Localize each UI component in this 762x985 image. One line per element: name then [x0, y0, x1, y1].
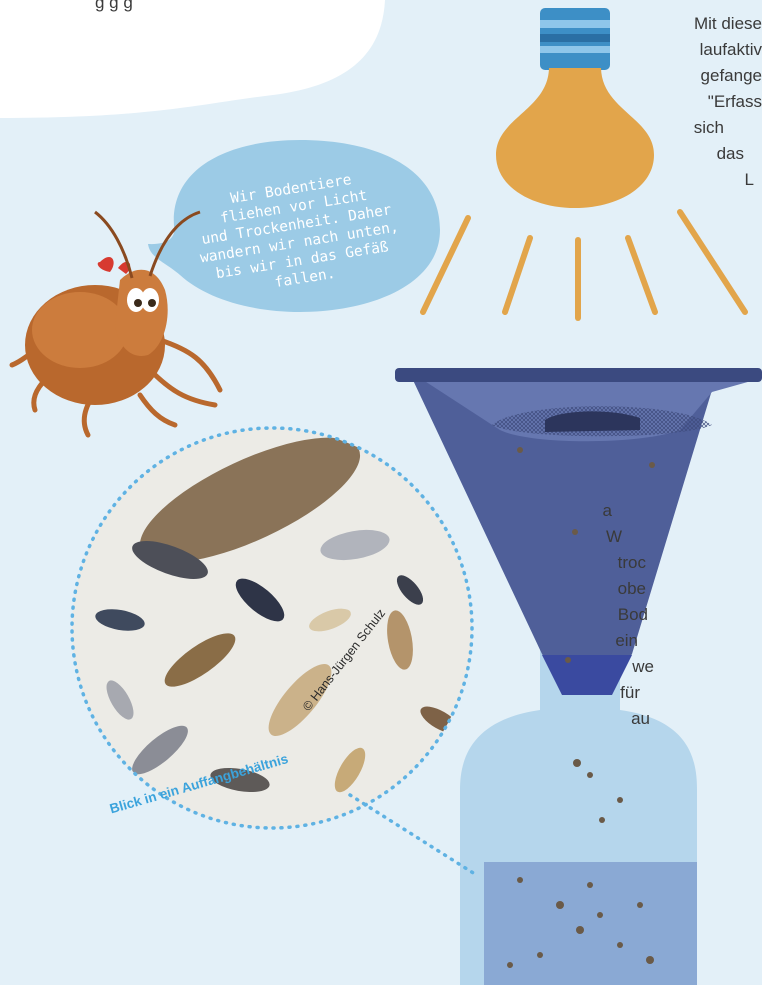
- side-line: für: [620, 680, 640, 706]
- lamp: [423, 8, 745, 318]
- side-line: Bod: [618, 602, 648, 628]
- intro-line: laufaktiv: [700, 37, 762, 63]
- intro-line: gefange: [701, 63, 762, 89]
- intro-line: sich: [694, 115, 724, 141]
- intro-line: Mit diese: [694, 11, 762, 37]
- side-line: W: [606, 524, 622, 550]
- magnifier-connector-line: [350, 795, 478, 876]
- top-left-text-fragment: g g g: [95, 0, 133, 16]
- funnel-rim: [395, 368, 762, 382]
- side-line: a: [603, 498, 612, 524]
- white-paper-panel: [0, 0, 385, 118]
- magnified-view: [60, 413, 490, 840]
- side-line: au: [631, 706, 650, 732]
- intro-line: das: [717, 141, 744, 167]
- side-line: obe: [618, 576, 646, 602]
- intro-line: "Erfass: [708, 89, 762, 115]
- side-line: troc: [618, 550, 646, 576]
- light-rays: [423, 212, 745, 318]
- side-line: ein: [615, 628, 638, 654]
- mite-bow: [98, 257, 114, 272]
- intro-line: L: [745, 167, 754, 193]
- lamp-bulb: [496, 68, 654, 208]
- side-line: we: [632, 654, 654, 680]
- bottle-liquid: [484, 862, 697, 985]
